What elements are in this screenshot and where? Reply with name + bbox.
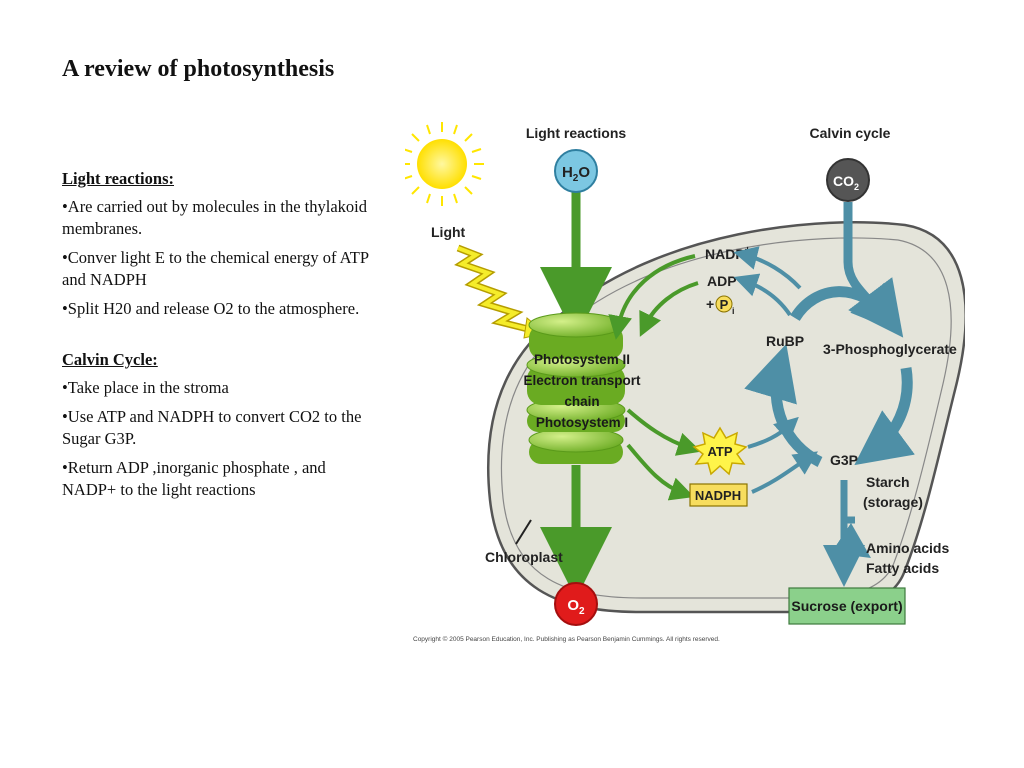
oxygen-node [554, 582, 598, 626]
light-reactions-heading: Light reactions: [62, 169, 174, 188]
co2-node [826, 158, 870, 202]
amino-acids-label: Amino acids [866, 540, 949, 556]
calvin-cycle-heading: Calvin Cycle: [62, 350, 158, 369]
light-reactions-title: Light reactions [526, 125, 627, 141]
thylakoid-to-atp-arrow [626, 408, 702, 456]
calvin-cycle-title: Calvin cycle [810, 125, 891, 141]
oxygen-label: O2 [567, 597, 585, 617]
calvin-bullet: •Return ADP ,inorganic phosphate , and N… [62, 458, 326, 499]
copyright-text: Copyright © 2005 Pearson Education, Inc.… [413, 635, 720, 643]
adp-to-thylakoid-arrow [639, 281, 699, 337]
to-amino-acids-arrow [831, 523, 871, 558]
calvin-bullet: •Take place in the stroma [62, 378, 229, 397]
cycle-to-nadp-arrow [733, 246, 802, 290]
chloroplast-pointer [515, 519, 532, 545]
atp-label: ATP [707, 444, 732, 459]
storage-label: (storage) [863, 494, 923, 510]
starch-label: Starch [866, 474, 910, 490]
plus-sign: + [706, 296, 714, 312]
g3p-label: G3P [830, 452, 858, 468]
pga-label: 3-Phosphoglycerate [823, 341, 957, 357]
nadph-to-cycle-arrow [751, 451, 818, 494]
water-node [554, 149, 598, 193]
phosphate-icon [715, 295, 733, 313]
electron-transport-label: Electron transport [523, 373, 641, 388]
sucrose-box [788, 587, 906, 625]
calvin-bullet: •Use ATP and NADPH to convert CO2 to the… [62, 407, 362, 448]
co2-label: CO2 [833, 173, 859, 192]
photosystem-ii-label: Photosystem II [534, 352, 630, 367]
fatty-acids-label: Fatty acids [866, 560, 939, 576]
light-reactions-list: •Are carried out by molecules in the thy… [62, 196, 380, 320]
cycle-to-adp-arrow [733, 273, 792, 317]
light-bullet: •Conver light E to the chemical energy o… [62, 248, 369, 289]
slide-title: A review of photosynthesis [62, 56, 335, 82]
light-bullet: •Split H20 and release O2 to the atmosph… [62, 299, 360, 318]
nadp-plus-label: NADP+ [705, 245, 751, 262]
phosphate-subscript: i [732, 306, 735, 316]
thylakoid-to-nadph-arrow [626, 443, 695, 501]
pga-to-g3p-arrow [854, 367, 915, 466]
notes-panel: Light reactions: •Are carried out by mol… [62, 168, 380, 508]
sun-icon [405, 122, 484, 206]
chain-label: chain [564, 394, 599, 409]
phosphate-label: P [720, 297, 729, 312]
atp-burst-icon [692, 426, 748, 476]
light-label: Light [431, 224, 466, 240]
light-bullet: •Are carried out by molecules in the thy… [62, 197, 367, 238]
photosynthesis-diagram: Light reactions Calvin cycle Light [405, 122, 965, 643]
photosystem-i-label: Photosystem I [536, 415, 628, 430]
calvin-cycle-list: •Take place in the stroma •Use ATP and N… [62, 377, 380, 501]
thylakoid-stack [526, 312, 626, 464]
chloroplast-label: Chloroplast [485, 549, 563, 565]
nadph-box [689, 483, 748, 507]
g3p-to-rubp-arrow [744, 343, 823, 467]
nadph-label: NADPH [695, 488, 741, 503]
water-label: H2O [562, 164, 590, 184]
rubp-label: RuBP [766, 333, 804, 349]
adp-label: ADP [707, 273, 737, 289]
sucrose-label: Sucrose (export) [791, 598, 902, 614]
nadp-to-thylakoid-arrow [608, 254, 696, 340]
rubp-to-pga-arrow [790, 277, 904, 338]
